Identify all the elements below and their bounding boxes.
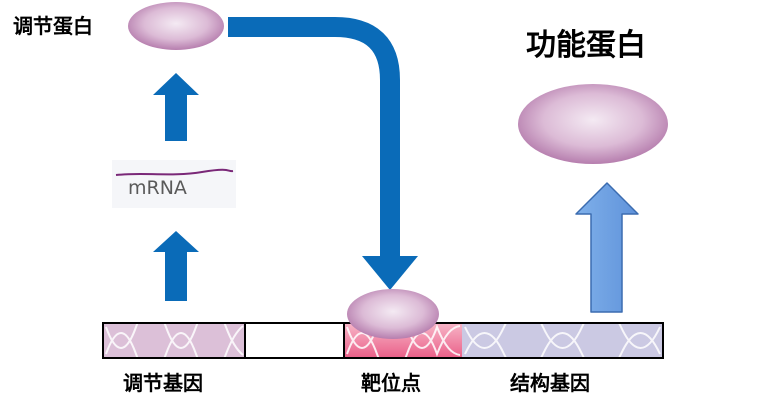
regulatory-gene-segment (103, 323, 245, 358)
mrna-label: mRNA (128, 177, 187, 199)
structural-gene-label: 结构基因 (510, 371, 590, 395)
target-site-label: 靶位点 (361, 371, 421, 395)
regulatory-protein-label: 调节蛋白 (13, 14, 93, 38)
dna-bar (102, 305, 664, 376)
mrna-strand (115, 168, 234, 176)
bound-regulatory-protein (347, 289, 439, 339)
expression-arrow (575, 182, 639, 313)
upward-arrow-upper (153, 73, 199, 141)
upward-arrow-lower (153, 231, 199, 301)
functional-protein-label: 功能蛋白 (526, 28, 646, 63)
regulatory-gene-label: 调节基因 (123, 371, 203, 395)
dna-helix-strands (105, 305, 661, 376)
curved-arrow (228, 17, 418, 290)
structural-gene-segment (462, 323, 663, 358)
functional-protein-shape (518, 84, 668, 164)
regulatory-protein-shape (128, 2, 224, 50)
mrna-box: mRNA (112, 160, 236, 208)
spacer-segment (245, 323, 344, 358)
